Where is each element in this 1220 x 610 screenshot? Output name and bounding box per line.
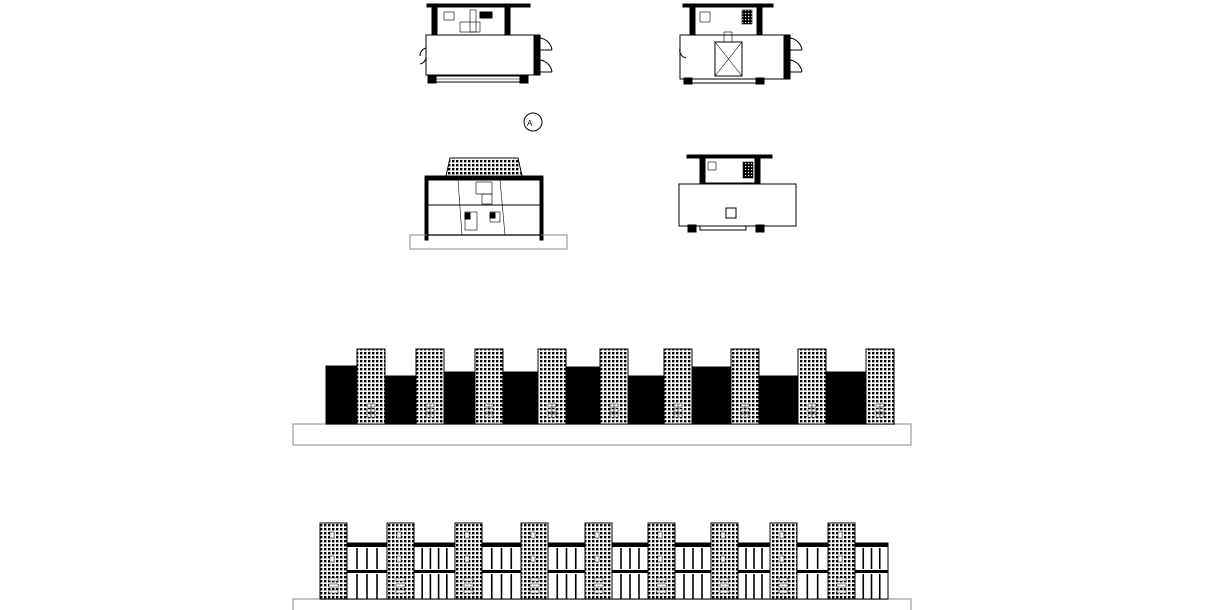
bay-lintel bbox=[855, 543, 888, 547]
tower-window bbox=[329, 531, 335, 539]
north-arrow: A bbox=[523, 112, 543, 132]
floor-slab bbox=[347, 570, 387, 573]
tower-window bbox=[395, 583, 406, 588]
tower-window bbox=[464, 531, 470, 539]
tower-window bbox=[463, 589, 474, 594]
tower-window bbox=[463, 583, 474, 588]
tower-window bbox=[719, 583, 730, 588]
bay-lintel bbox=[675, 543, 711, 547]
tower-window bbox=[328, 577, 339, 582]
bay-lintel bbox=[414, 543, 455, 547]
tower-window bbox=[328, 589, 339, 594]
floor-slab bbox=[675, 570, 711, 573]
tower-window bbox=[463, 577, 474, 582]
tower-window bbox=[529, 583, 540, 588]
tower-window bbox=[720, 531, 726, 539]
tower-window bbox=[464, 555, 470, 563]
north-arrow-label: A bbox=[527, 119, 533, 128]
bay-lintel bbox=[738, 543, 770, 547]
tower-window bbox=[656, 583, 667, 588]
facade-panel bbox=[825, 371, 867, 425]
tower-window bbox=[837, 555, 843, 563]
tower-window bbox=[778, 589, 789, 594]
tower-window bbox=[837, 531, 843, 539]
bay-lintel bbox=[548, 543, 585, 547]
plan-ground-floor bbox=[419, 3, 553, 84]
ground-plane bbox=[292, 598, 912, 610]
bay-lintel bbox=[347, 543, 387, 547]
tower-window bbox=[656, 589, 667, 594]
tower-window bbox=[779, 555, 785, 563]
facade-panel bbox=[758, 375, 799, 425]
bay-lintel bbox=[482, 543, 521, 547]
facade-panel bbox=[325, 365, 358, 425]
facade-panel bbox=[384, 375, 417, 425]
floor-slab bbox=[548, 570, 585, 573]
ground-plane bbox=[292, 423, 912, 446]
bay-lintel bbox=[797, 543, 828, 547]
bay-lintel bbox=[612, 543, 648, 547]
elevation-garden bbox=[292, 522, 912, 610]
facade-panel bbox=[691, 366, 732, 425]
tower-window bbox=[329, 555, 335, 563]
tower-window bbox=[656, 577, 667, 582]
tower-window bbox=[779, 531, 785, 539]
tower-window bbox=[778, 577, 789, 582]
tower-window bbox=[396, 555, 402, 563]
floor-slab bbox=[855, 570, 888, 573]
plan-second-floor bbox=[678, 154, 797, 233]
facade-panel bbox=[565, 366, 601, 425]
tower-window bbox=[530, 531, 536, 539]
facade-panel bbox=[627, 375, 665, 425]
tower-window bbox=[328, 583, 339, 588]
tower-window bbox=[396, 531, 402, 539]
tower-window bbox=[594, 555, 600, 563]
floor-slab bbox=[738, 570, 770, 573]
tower-window bbox=[719, 577, 730, 582]
brick-tower bbox=[599, 348, 629, 425]
tower-window bbox=[836, 589, 847, 594]
tower-window bbox=[836, 577, 847, 582]
north-arrow-circle bbox=[523, 112, 543, 132]
tower-window bbox=[836, 583, 847, 588]
tower-window bbox=[530, 555, 536, 563]
tower-window bbox=[657, 555, 663, 563]
floor-slab bbox=[612, 570, 648, 573]
tower-window bbox=[778, 583, 789, 588]
tower-window bbox=[593, 577, 604, 582]
facade-panel bbox=[443, 371, 476, 425]
tower-window bbox=[719, 589, 730, 594]
floor-slab bbox=[414, 570, 455, 573]
section bbox=[409, 157, 568, 250]
facade-panel bbox=[502, 371, 539, 425]
tower-window bbox=[657, 531, 663, 539]
tower-window bbox=[593, 583, 604, 588]
tower-window bbox=[594, 531, 600, 539]
floor-slab bbox=[482, 570, 521, 573]
tower-window bbox=[529, 589, 540, 594]
tower-window bbox=[529, 577, 540, 582]
tower-window bbox=[395, 577, 406, 582]
plan-first-floor bbox=[679, 3, 803, 85]
floor-slab bbox=[797, 570, 828, 573]
elevation-street bbox=[292, 348, 912, 446]
tower-window bbox=[395, 589, 406, 594]
tower-window bbox=[720, 555, 726, 563]
tower-window bbox=[593, 589, 604, 594]
